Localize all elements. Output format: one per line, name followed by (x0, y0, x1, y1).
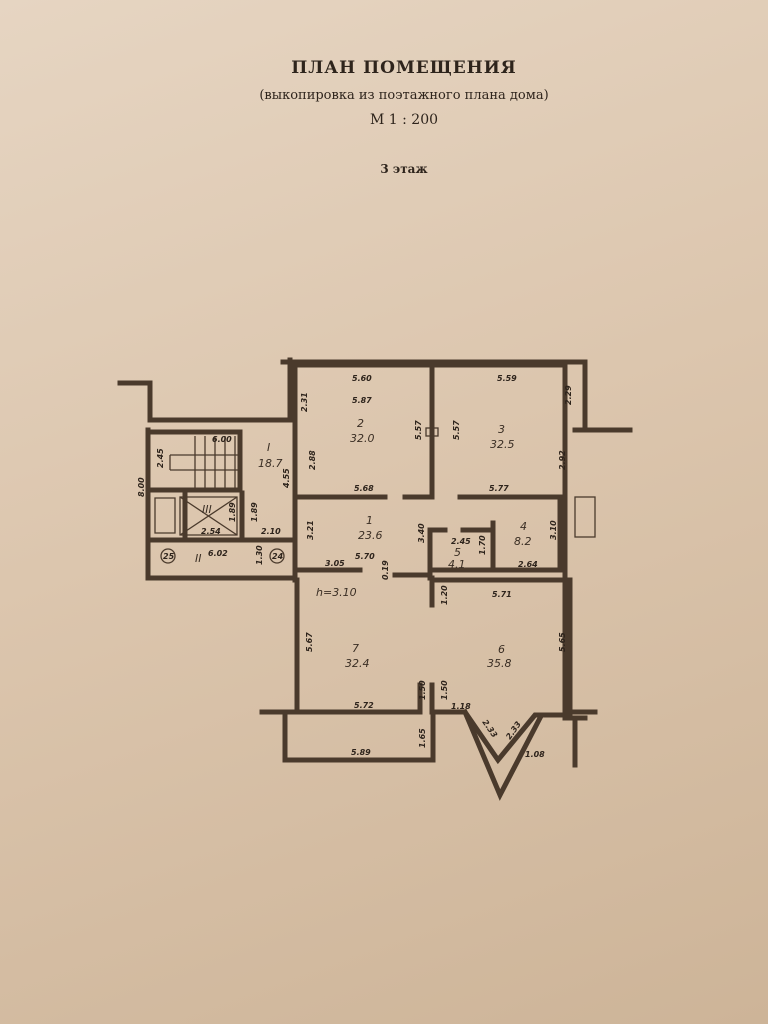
dim-label: 2.29 (564, 385, 573, 405)
dim-label: 1.50 (440, 680, 449, 700)
dim-label: 6.00 (212, 435, 232, 444)
walls (117, 357, 633, 801)
room-number: I (267, 441, 270, 454)
ceiling-height: h=3.10 (316, 586, 357, 599)
room-area: 18.7 (258, 457, 283, 470)
plan-subtitle: (выкопировка из поэтажного плана дома) (259, 88, 549, 103)
room-number: 1 (366, 514, 373, 527)
room-number: 3 (498, 423, 505, 436)
axis-markers: 25 24 (160, 548, 285, 564)
dim-label: 1.65 (418, 728, 427, 748)
dim-label: 5.65 (558, 632, 567, 652)
dim-label: 5.57 (414, 420, 423, 440)
dim-label: 3.21 (306, 520, 315, 540)
dim-label: 2.64 (518, 560, 538, 569)
dim-label: 3.05 (325, 559, 345, 568)
axis-label: 25 (163, 552, 175, 561)
dim-label: 2.54 (201, 527, 221, 536)
axis-label: 24 (272, 552, 284, 561)
room-labels: I 18.7 2 32.0 3 32.5 1 23.6 4 8.2 5 4.1 … (195, 417, 532, 670)
dim-label: 8.00 (137, 477, 146, 497)
axis-marker-25 (160, 548, 176, 564)
dim-label: 5.60 (352, 374, 372, 383)
room-area: 8.2 (514, 535, 532, 548)
dim-label: 5.77 (489, 484, 509, 493)
dimension-labels: 5.60 5.87 2.31 5.57 5.57 5.59 2.29 2.92 … (137, 374, 573, 759)
dim-label: 6.02 (208, 549, 228, 558)
dim-label: 5.68 (354, 484, 374, 493)
dim-label: 1.50 (418, 680, 427, 700)
dim-label: 1.30 (255, 545, 264, 565)
dim-label: 1.18 (451, 702, 471, 711)
dim-label: 1.70 (478, 535, 487, 555)
dim-label: 5.67 (305, 632, 314, 652)
room-area: 32.5 (490, 438, 515, 451)
axis-marker-24 (269, 548, 285, 564)
dim-label: 3.40 (417, 523, 426, 543)
dim-label: 1.89 (250, 502, 259, 522)
dim-label: 2.10 (261, 527, 281, 536)
dim-label: 5.71 (492, 590, 512, 599)
dim-label: 3.10 (549, 520, 558, 540)
dim-label: 5.57 (452, 420, 461, 440)
dim-label: 1.89 (228, 502, 237, 522)
dim-label: 5.59 (497, 374, 517, 383)
dim-label: 5.72 (354, 701, 374, 710)
room-number: 4 (520, 520, 527, 533)
dim-label: 2.31 (300, 392, 309, 412)
dim-label: 0.19 (381, 560, 390, 580)
dim-label: 1.08 (525, 750, 545, 759)
room-number: 7 (352, 642, 359, 655)
dim-label: 2.45 (156, 448, 165, 468)
room-area: 23.6 (358, 529, 383, 542)
stairs (154, 436, 240, 536)
dim-label: 5.89 (351, 748, 371, 757)
room-number: 6 (498, 643, 505, 656)
dim-label: 5.87 (352, 396, 372, 405)
dim-label: 2.45 (451, 537, 471, 546)
room-area: 32.0 (350, 432, 375, 445)
room-number: III (202, 503, 212, 516)
dim-label: 2.88 (308, 450, 317, 470)
room-number: II (195, 552, 202, 565)
floor-label: 3 этаж (380, 162, 428, 176)
room-area: 32.4 (345, 657, 370, 670)
dim-label: 1.20 (440, 585, 449, 605)
dim-label: 4.55 (282, 468, 291, 489)
room-area: 4.1 (448, 558, 466, 571)
room-area: 35.8 (487, 657, 512, 670)
room-number: 5 (454, 546, 461, 559)
room-number: 2 (357, 417, 364, 430)
dim-label: 5.70 (355, 552, 375, 561)
plan-title: ПЛАН ПОМЕЩЕНИЯ (291, 58, 517, 78)
plan-scale: М 1 : 200 (369, 112, 439, 128)
dim-label: 2.92 (558, 450, 567, 470)
